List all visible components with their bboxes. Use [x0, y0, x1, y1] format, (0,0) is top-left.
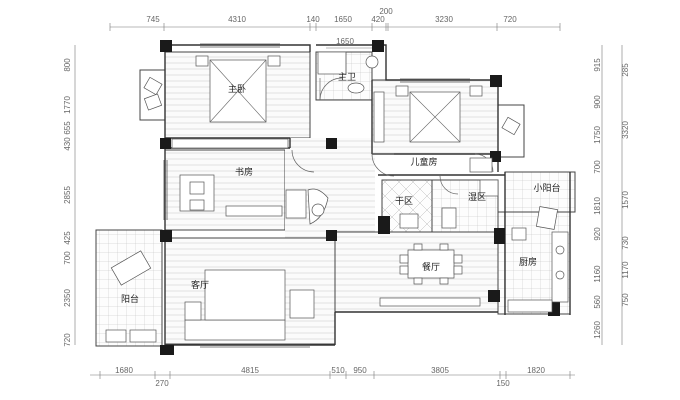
dim-right-outer-5: 1170 — [621, 261, 630, 279]
dim-left-7: 700 — [63, 251, 72, 265]
dim-left-4: 655 — [63, 121, 72, 135]
dry-zone-basin — [399, 213, 419, 229]
dim-right-outer-2: 3320 — [621, 121, 630, 139]
floors — [95, 51, 576, 347]
living-rug — [204, 269, 286, 321]
structural-columns — [160, 40, 560, 355]
dim-left-3: 430 — [63, 137, 72, 151]
sofa — [184, 319, 286, 341]
label-master-bedroom: 主卧 — [228, 83, 246, 95]
column — [160, 138, 171, 149]
dim-bottom-8: 1820 — [527, 366, 545, 375]
windows — [163, 43, 470, 348]
dim-bottom-3: 4815 — [241, 366, 259, 375]
room-labels: 主卧 主卫 儿童房 书房 干区 湿区 小阳台 餐厅 厨房 客厅 阳台 — [121, 71, 561, 305]
dim-right-outer-1: 285 — [621, 63, 630, 77]
column — [488, 290, 500, 302]
dim-bottom-5: 950 — [353, 366, 367, 375]
dim-left-1: 800 — [63, 58, 72, 72]
label-dining: 餐厅 — [422, 261, 440, 273]
balcony-lounger — [110, 250, 152, 286]
column — [490, 151, 501, 162]
dim-left-2: 1770 — [63, 96, 72, 114]
balcony-floor — [95, 229, 163, 347]
dim-top-5: 420 — [371, 15, 385, 24]
label-small-balcony: 小阳台 — [533, 182, 560, 194]
label-wet-zone: 湿区 — [468, 192, 486, 203]
column — [490, 75, 502, 87]
column — [326, 230, 337, 241]
sideboard — [379, 297, 481, 307]
dim-top-1: 745 — [146, 15, 160, 24]
kitchen-counter — [551, 231, 569, 303]
dim-right-outer-6: 750 — [621, 293, 630, 307]
column — [378, 216, 390, 234]
dim-top-inner: 1650 — [336, 37, 354, 46]
dim-right-9: 1260 — [593, 321, 602, 339]
column — [160, 230, 172, 242]
label-balcony: 阳台 — [121, 293, 139, 305]
dim-right-7: 1160 — [593, 265, 602, 283]
column — [372, 40, 384, 52]
study-shelf — [225, 205, 283, 217]
dim-top-3: 140 — [306, 15, 320, 24]
washer — [535, 206, 559, 230]
column — [326, 138, 337, 149]
furniture — [105, 51, 569, 343]
corridor-floor — [285, 138, 375, 238]
dim-right-4: 700 — [593, 160, 602, 174]
dim-top-7: 3230 — [435, 15, 453, 24]
dim-top-2: 4310 — [228, 15, 246, 24]
dim-left-8: 2350 — [63, 289, 72, 307]
armchair — [289, 289, 315, 319]
label-study: 书房 — [235, 166, 253, 178]
dim-right-6: 920 — [593, 227, 602, 241]
dimension-labels-right: 915 900 1750 700 1810 920 1160 560 1260 … — [593, 58, 630, 339]
dim-bottom-4: 510 — [331, 366, 345, 375]
column — [494, 228, 505, 244]
label-living: 客厅 — [191, 279, 209, 291]
dim-right-3: 1750 — [593, 126, 602, 144]
dim-bottom-2: 270 — [155, 379, 169, 388]
dining-table — [407, 249, 455, 279]
column — [160, 345, 174, 355]
wet-zone-toilet — [441, 207, 457, 229]
dim-bottom-6: 3805 — [431, 366, 449, 375]
label-dry-zone: 干区 — [395, 196, 413, 207]
dim-left-6: 425 — [63, 231, 72, 245]
dim-right-outer-3: 1570 — [621, 191, 630, 209]
dim-top-4: 1650 — [334, 15, 352, 24]
master-wardrobe — [171, 138, 289, 149]
dim-bottom-1: 1680 — [115, 366, 133, 375]
column — [160, 40, 172, 52]
dim-right-outer-4: 730 — [621, 236, 630, 250]
dim-bottom-7: 150 — [496, 379, 510, 388]
dim-left-5: 2855 — [63, 186, 72, 204]
doors — [291, 77, 494, 195]
label-kids-room: 儿童房 — [410, 156, 437, 168]
bathtub — [317, 51, 347, 75]
dim-left-9: 720 — [63, 333, 72, 347]
dim-right-5: 1810 — [593, 197, 602, 215]
dimension-labels-top: 745 4310 140 1650 420 200 3230 720 1650 — [146, 7, 517, 46]
dim-top-8: 720 — [503, 15, 517, 24]
master-bay — [139, 69, 166, 121]
label-kitchen: 厨房 — [519, 256, 537, 268]
dim-right-1: 915 — [593, 58, 602, 72]
label-master-bath: 主卫 — [338, 71, 356, 83]
tv-cabinet — [184, 301, 202, 321]
dim-top-6: 200 — [379, 7, 393, 16]
washbasin — [365, 55, 379, 69]
dim-right-2: 900 — [593, 95, 602, 109]
dimension-labels-bottom: 1680 270 4815 510 950 3805 150 1820 — [115, 366, 545, 388]
toilet — [347, 82, 365, 94]
dimension-labels-left: 800 1770 430 655 2855 425 700 2350 720 — [63, 58, 72, 347]
dimension-lines — [74, 23, 623, 379]
dim-right-8: 560 — [593, 295, 602, 309]
